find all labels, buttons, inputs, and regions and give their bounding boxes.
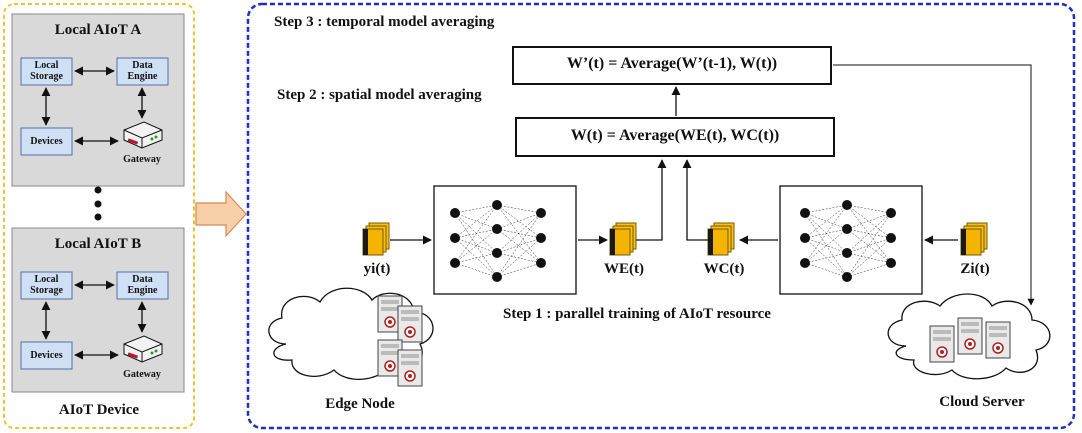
edge-server-icon [397,305,423,343]
temporal-formula-box [512,46,832,85]
aiot-b-gateway-label: Gateway [123,369,161,380]
aiot-b-data-engine-label: Data Engine [127,274,158,296]
yi-label: yi(t) [363,261,391,277]
wc-document-icon [707,222,735,256]
cloud-server-icon [985,321,1011,359]
spatial-formula: W(t) = Average(WE(t), WC(t)) [570,127,780,144]
zi-label: Zi(t) [960,261,990,277]
wc-label: WC(t) [703,261,745,277]
edge-node-label: Edge Node [325,396,395,412]
step1-label: Step 1 : parallel training of AIoT resou… [503,306,771,322]
aiot-a-data-engine-label: Data Engine [127,60,158,82]
aiot-b-devices-label: Devices [30,350,63,361]
yi-document-icon [362,222,390,256]
cloud-server-icon [957,317,983,355]
aiot-b-devices-box [20,341,73,370]
ellipsis-dot [94,186,102,194]
aiot-a-devices-box [20,127,73,156]
we-document-icon [609,222,637,256]
temporal-formula: W’(t) = Average(W’(t-1), W(t)) [566,55,778,72]
cloud-server-label: Cloud Server [939,394,1025,410]
aiot-a-local-storage-label: Local Storage [30,60,63,82]
aiot-device-label: AIoT Device [58,402,140,418]
aiot-b-local-storage-box [20,271,73,300]
aiot-a-local-storage-box [20,57,73,86]
aiot-device-border [3,3,195,429]
ellipsis-dot [94,200,102,208]
edge-server-icon [397,349,423,387]
step2-label: Step 2 : spatial model averaging [277,87,482,103]
aiot-a-gateway-label: Gateway [123,154,161,165]
aiot-a-panel [11,13,185,187]
aiot-b-data-engine-box [116,271,169,300]
cloud-server-icon [929,325,955,363]
aiot-a-devices-label: Devices [30,136,63,147]
spatial-formula-box [515,117,835,157]
flow-arrow-icon [195,190,247,238]
zi-document-icon [960,222,988,256]
aiot-a-data-engine-box [116,57,169,86]
aiot-b-local-storage-label: Local Storage [30,274,63,296]
edge-cloud-border [246,2,1076,430]
aiot-b-title: Local AIoT B [54,236,142,252]
we-label: WE(t) [604,261,644,277]
aiot-a-title: Local AIoT A [54,22,142,38]
step3-label: Step 3 : temporal model averaging [274,14,495,30]
ellipsis-dot [94,213,102,221]
